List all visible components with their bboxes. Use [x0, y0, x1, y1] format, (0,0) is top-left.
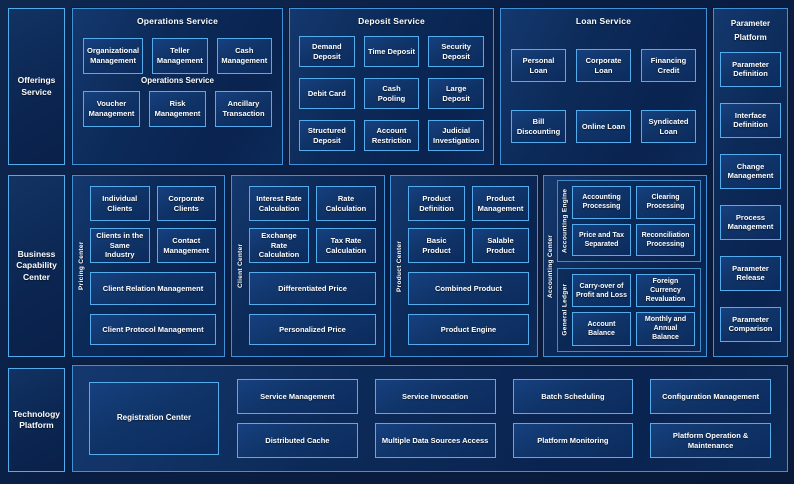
box-corporate-clients: Corporate Clients [156, 186, 216, 221]
box-distributed-cache: Distributed Cache [237, 423, 358, 458]
box-account-restriction: Account Restriction [363, 120, 420, 151]
accounting-engine-group: Accounting Engine Accounting Processing … [557, 180, 701, 262]
operations-row-2: Voucher Management Risk Management Ancil… [83, 91, 272, 127]
box-clients-in-the-same-industry: Clients in the Same Industry [90, 228, 150, 263]
deposit-service-panel: Deposit Service Demand Deposit Time Depo… [289, 8, 494, 165]
accounting-engine-vertical-label: Accounting Engine [561, 188, 569, 254]
box-foreign-currency-revaluation: Foreign Currency Revaluation [636, 274, 695, 308]
box-ancillary-transaction: Ancillary Transaction [215, 91, 272, 127]
pricing-grid: Individual Clients Corporate Clients Cli… [90, 186, 216, 263]
box-personalized-price: Personalized Price [249, 314, 376, 345]
box-client-relation-management: Client Relation Management [90, 272, 216, 305]
operations-row-1: Organizational Management Teller Managem… [83, 38, 272, 74]
box-service-management: Service Management [237, 379, 358, 414]
general-ledger-grid: Carry-over of Profit and Loss Foreign Cu… [572, 269, 700, 351]
technology-platform-label: Technology Platform [8, 368, 65, 472]
client-grid: Interest Rate Calculation Rate Calculati… [249, 186, 376, 263]
box-parameter-release: Parameter Release [720, 255, 781, 291]
box-voucher-management: Voucher Management [83, 91, 140, 127]
box-configuration-management: Configuration Management [650, 379, 771, 414]
box-price-and-tax-separated: Price and Tax Separated [572, 223, 631, 256]
loan-service-panel: Loan Service Personal Loan Corporate Loa… [500, 8, 707, 165]
box-carry-over-of-profit-and-loss: Carry-over of Profit and Loss [572, 274, 631, 308]
box-organizational-management: Organizational Management [83, 38, 144, 74]
box-account-balance: Account Balance [572, 312, 631, 346]
operations-service-panel: Operations Service Organizational Manage… [72, 8, 283, 165]
general-ledger-vertical-label: General Ledger [561, 283, 569, 336]
box-tax-rate-calculation: Tax Rate Calculation [316, 228, 376, 263]
box-monthly-and-annual-balance: Monthly and Annual Balance [636, 312, 695, 346]
box-teller-management: Teller Management [152, 38, 208, 74]
box-risk-management: Risk Management [149, 91, 206, 127]
box-service-invocation: Service Invocation [374, 379, 496, 414]
box-product-management: Product Management [472, 186, 529, 221]
technology-grid: Service Management Distributed Cache Ser… [237, 379, 771, 458]
box-large-deposit: Large Deposit [428, 78, 484, 109]
operations-service-title: Operations Service [136, 16, 219, 26]
box-batch-scheduling: Batch Scheduling [512, 379, 634, 414]
box-syndicated-loan: Syndicated Loan [641, 110, 696, 143]
box-change-management: Change Management [720, 153, 781, 189]
box-cash-pooling: Cash Pooling [363, 78, 420, 109]
box-corporate-loan: Corporate Loan [576, 49, 631, 82]
box-exchange-rate-calculation: Exchange Rate Calculation [249, 228, 309, 263]
box-demand-deposit: Demand Deposit [299, 36, 355, 67]
box-interface-definition: Interface Definition [720, 102, 781, 138]
general-ledger-group: General Ledger Carry-over of Profit and … [557, 268, 701, 352]
operations-service-subtitle: Operations Service [141, 76, 214, 85]
client-center-vertical-label: Client Center [237, 243, 244, 289]
box-process-management: Process Management [720, 204, 781, 240]
product-center-panel: Product Center Product Definition Produc… [390, 175, 538, 357]
box-clearing-processing: Clearing Processing [636, 186, 695, 219]
deposit-grid: Demand Deposit Time Deposit Security Dep… [299, 36, 484, 151]
box-combined-product: Combined Product [408, 272, 529, 305]
box-judicial-investigation: Judicial Investigation [428, 120, 484, 151]
box-cash-management: Cash Management [216, 38, 272, 74]
box-financing-credit: Financing Credit [641, 49, 696, 82]
deposit-service-title: Deposit Service [358, 16, 425, 26]
box-parameter-comparison: Parameter Comparison [720, 306, 781, 342]
accounting-engine-grid: Accounting Processing Clearing Processin… [572, 181, 700, 261]
product-center-vertical-label: Product Center [396, 240, 403, 292]
loan-grid: Personal Loan Corporate Loan Financing C… [511, 49, 696, 143]
offerings-service-label: Offerings Service [8, 8, 65, 165]
box-multiple-data-sources-access: Multiple Data Sources Access [374, 423, 496, 458]
box-registration-center: Registration Center [89, 382, 219, 455]
parameter-items: Parameter Definition Interface Definitio… [720, 51, 781, 342]
box-accounting-processing: Accounting Processing [572, 186, 631, 219]
box-interest-rate-calculation: Interest Rate Calculation [249, 186, 309, 221]
box-parameter-definition: Parameter Definition [720, 51, 781, 87]
pricing-center-panel: Pricing Center Individual Clients Corpor… [72, 175, 225, 357]
parameter-platform-panel: Parameter Platform Parameter Definition … [713, 8, 788, 357]
box-structured-deposit: Structured Deposit [299, 120, 355, 151]
box-basic-product: Basic Product [408, 228, 465, 263]
business-capability-center-label: Business Capability Center [8, 175, 65, 357]
box-bill-discounting: Bill Discounting [511, 110, 566, 143]
client-center-panel: Client Center Interest Rate Calculation … [231, 175, 385, 357]
loan-service-title: Loan Service [575, 16, 632, 26]
product-grid: Product Definition Product Management Ba… [408, 186, 529, 263]
box-security-deposit: Security Deposit [428, 36, 484, 67]
box-client-protocol-management: Client Protocol Management [90, 314, 216, 345]
box-product-definition: Product Definition [408, 186, 465, 221]
box-contact-management: Contact Management [156, 228, 216, 263]
box-debit-card: Debit Card [299, 78, 355, 109]
pricing-center-vertical-label: Pricing Center [78, 241, 85, 291]
box-time-deposit: Time Deposit [363, 36, 420, 67]
box-platform-operation-maintenance: Platform Operation & Maintenance [650, 423, 771, 458]
box-differentiated-price: Differentiated Price [249, 272, 376, 305]
box-individual-clients: Individual Clients [90, 186, 150, 221]
box-personal-loan: Personal Loan [511, 49, 566, 82]
box-online-loan: Online Loan [576, 110, 631, 143]
parameter-platform-title: Parameter Platform [730, 19, 771, 43]
box-product-engine: Product Engine [408, 314, 529, 345]
accounting-center-panel: Accounting Center Accounting Engine Acco… [543, 175, 707, 357]
accounting-center-vertical-label: Accounting Center [547, 234, 554, 298]
box-reconciliation-processing: Reconciliation Processing [636, 223, 695, 256]
box-rate-calculation: Rate Calculation [316, 186, 376, 221]
box-platform-monitoring: Platform Monitoring [512, 423, 634, 458]
box-salable-product: Salable Product [472, 228, 529, 263]
technology-platform-panel: Registration Center Service Management D… [72, 365, 788, 472]
